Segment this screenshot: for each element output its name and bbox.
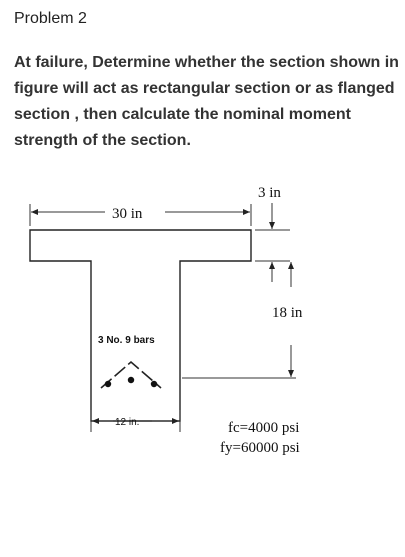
flange-thickness-label: 3 in — [258, 185, 281, 201]
problem-question: At failure, Determine whether the sectio… — [14, 54, 399, 149]
concrete-strength-label: fc=4000 psi — [228, 420, 299, 436]
steel-strength-label: fy=60000 psi — [220, 440, 300, 456]
rebar-middle — [127, 376, 135, 384]
rebar-right — [150, 380, 158, 388]
problem-heading: Problem 2 — [14, 10, 87, 27]
web-width-label: 12 in. — [115, 417, 139, 428]
rebar-left — [104, 380, 112, 388]
effective-depth-label: 18 in — [272, 305, 303, 321]
stirrup — [100, 360, 162, 389]
flange-width-label: 30 in — [112, 206, 143, 222]
t-section-outline — [29, 229, 252, 422]
bars-label: 3 No. 9 bars — [98, 335, 155, 346]
